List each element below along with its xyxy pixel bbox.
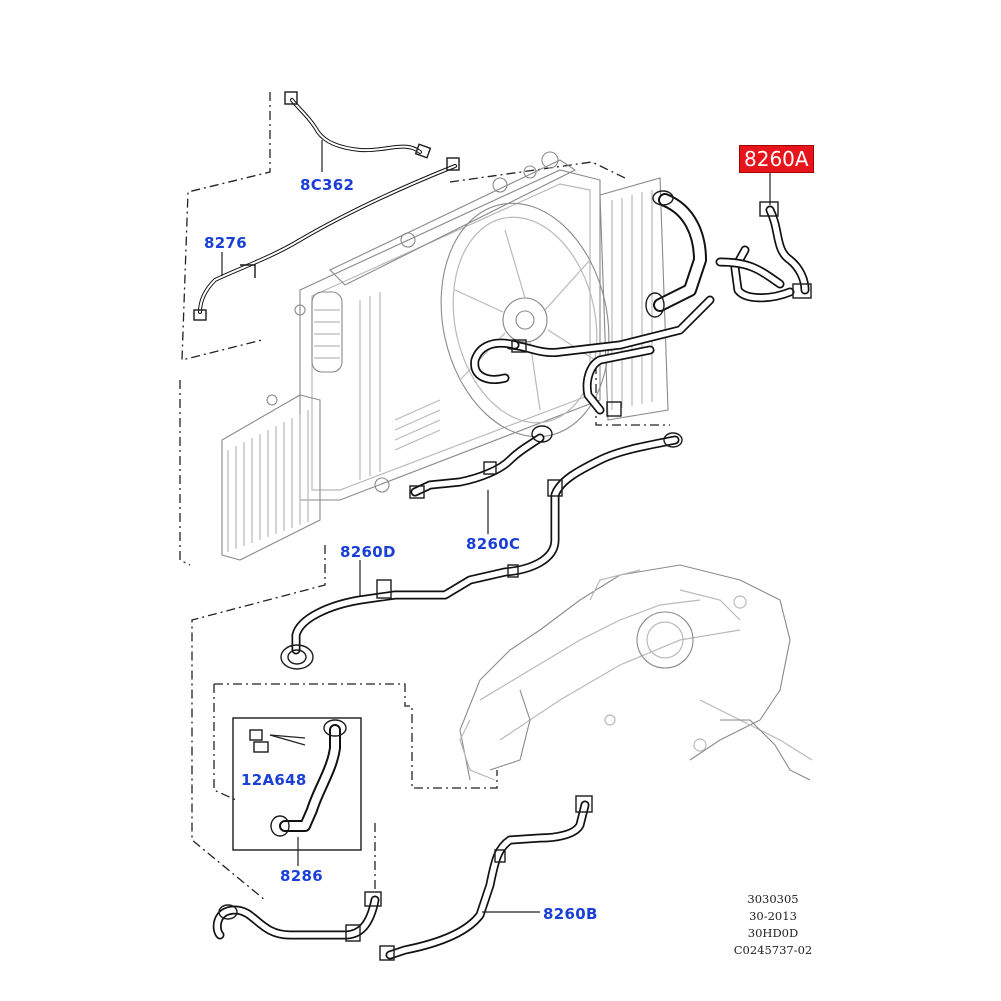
part-label-8C362: 8C362 — [300, 176, 355, 194]
hose-8260A — [470, 190, 812, 417]
hose-8286-detail-box — [232, 717, 362, 851]
group-outlines — [179, 92, 670, 901]
reference-line-4: C0245737-02 — [733, 943, 813, 957]
part-label-8286: 8286 — [280, 867, 323, 885]
engine-block — [459, 564, 813, 781]
reference-line-1: 3030305 — [747, 892, 799, 906]
hose-8C362 — [284, 91, 432, 159]
part-label-8276: 8276 — [204, 234, 247, 252]
reference-line-2: 30-2013 — [749, 909, 797, 923]
hose-8260B — [212, 795, 593, 961]
hose-8276 — [193, 157, 460, 321]
part-label-8260C: 8260C — [466, 535, 521, 553]
reference-line-3: 30HD0D — [747, 926, 799, 940]
hose-8260D — [280, 432, 683, 670]
reference-codes: 3030305 30-2013 30HD0D C0245737-02 — [723, 891, 823, 959]
hose-8260C — [409, 425, 553, 499]
part-label-8260B: 8260B — [543, 905, 598, 923]
label-leaders — [221, 140, 771, 913]
part-label-8260D: 8260D — [340, 543, 396, 561]
part-label-8260A: 8260A — [739, 145, 814, 173]
part-label-12A648: 12A648 — [241, 771, 307, 789]
